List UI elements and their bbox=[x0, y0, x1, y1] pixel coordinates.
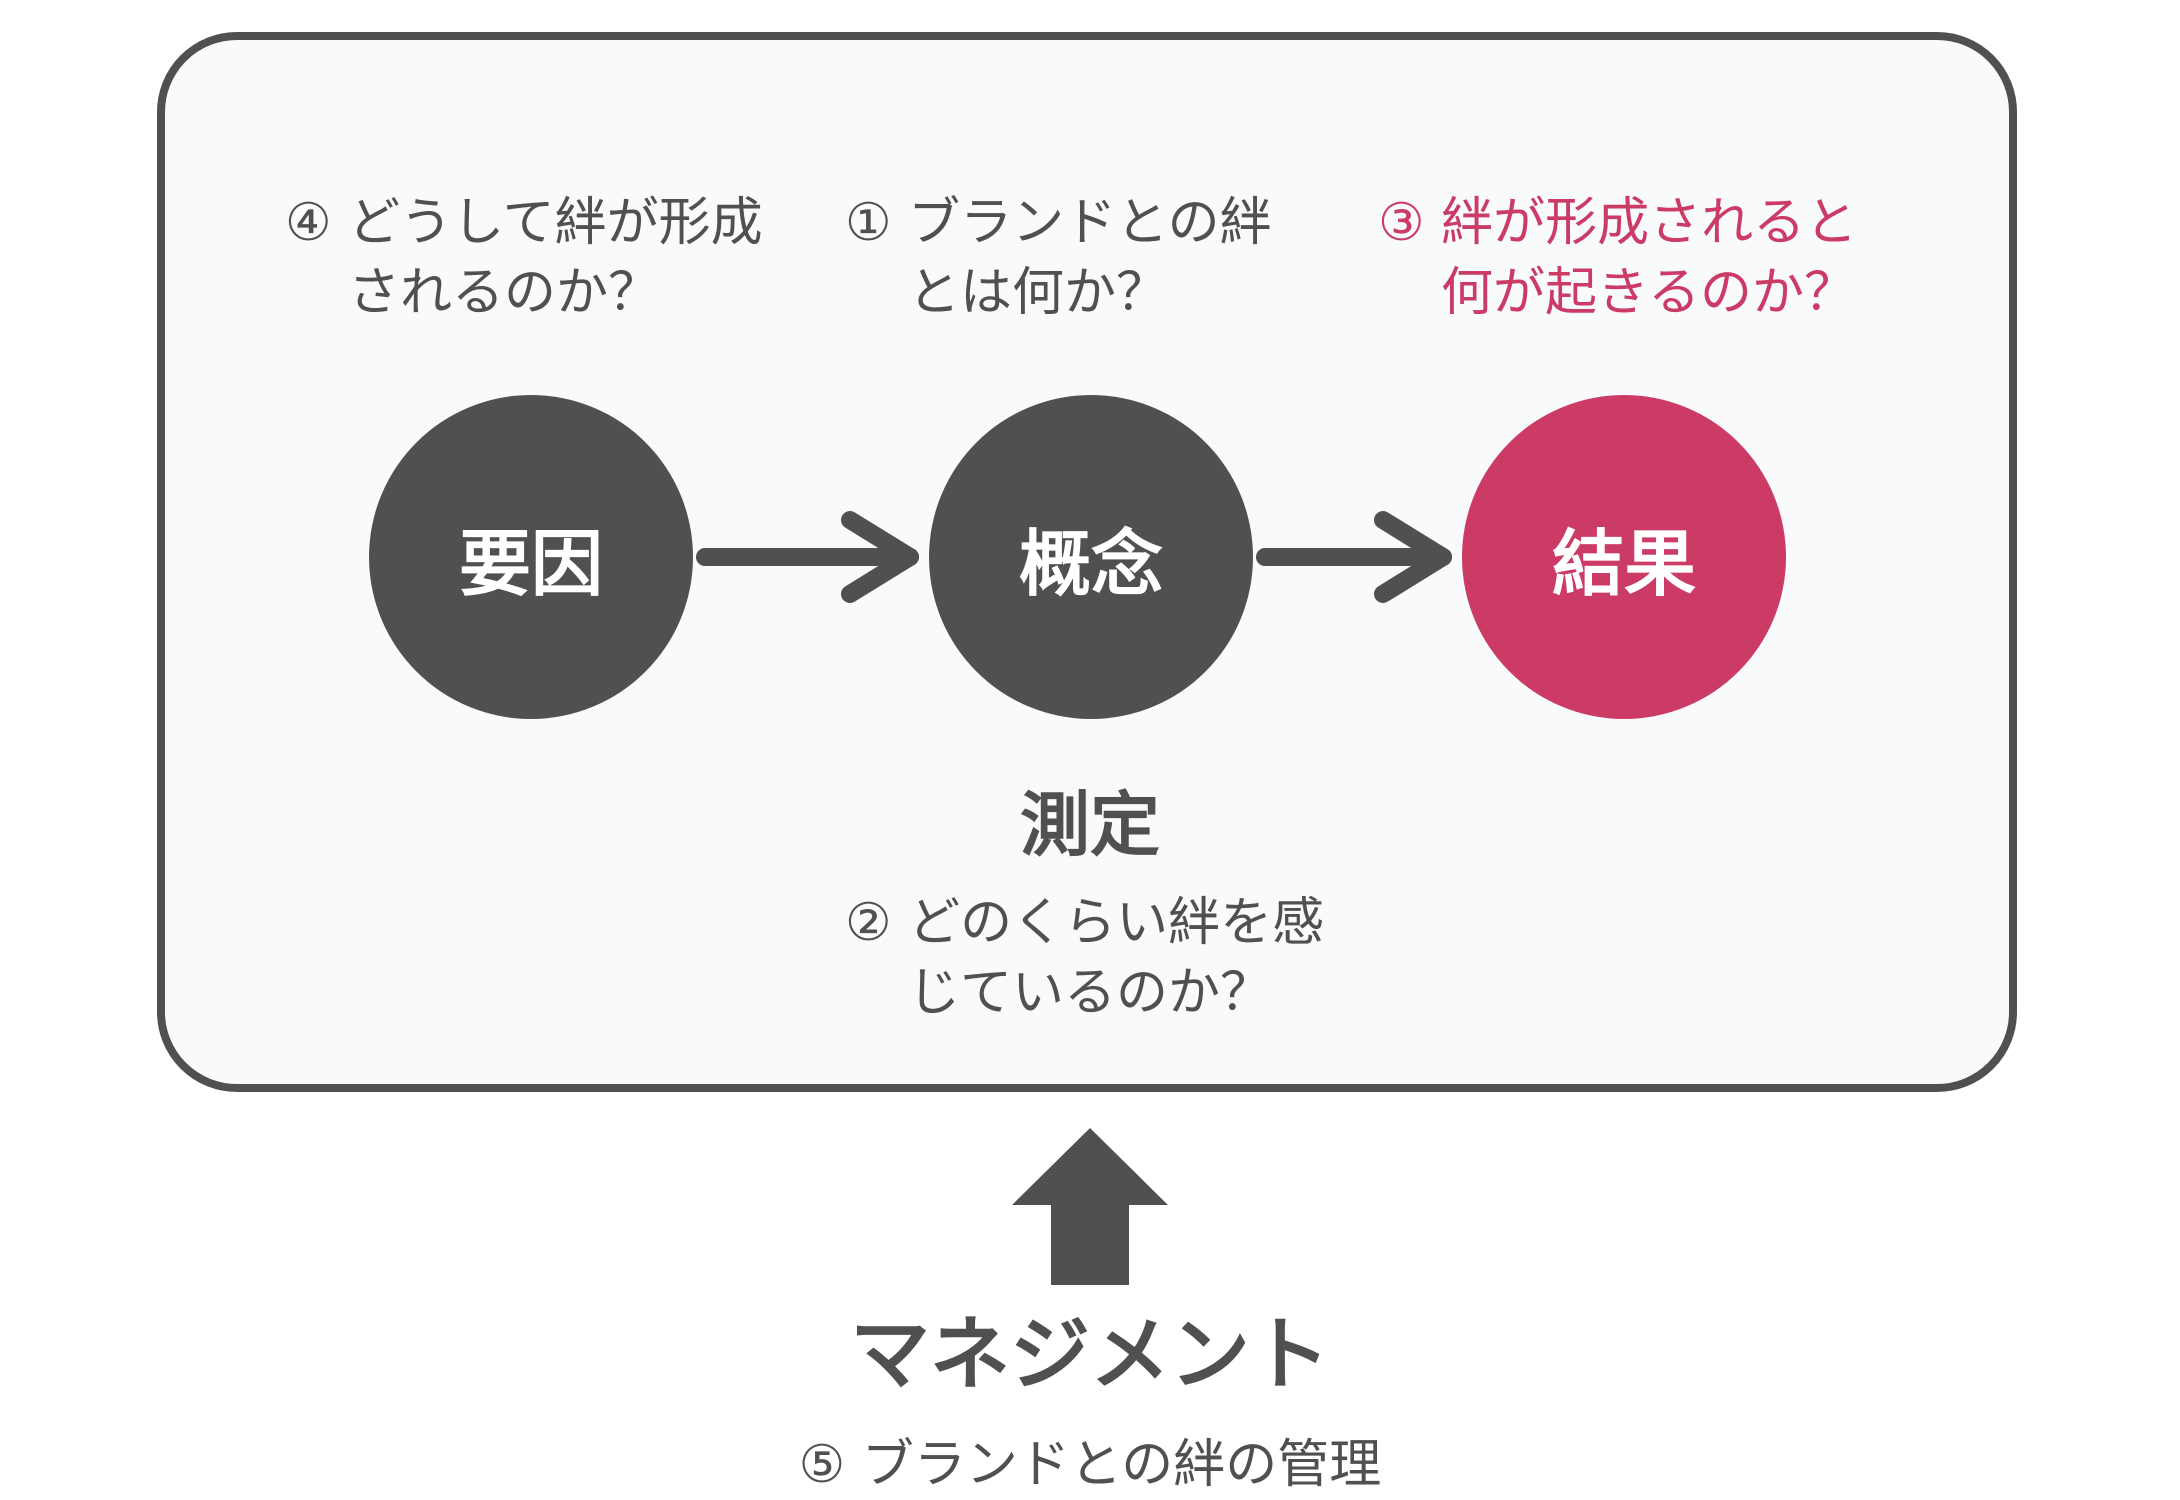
question-text-line2: とは何か？ bbox=[908, 263, 1169, 323]
node-label: 結果 bbox=[1551, 521, 1696, 606]
question-number: ③ bbox=[1378, 193, 1425, 253]
question-concept: ① ブランドとの絆 とは何か？ bbox=[845, 188, 1272, 328]
node-concept: 概念 bbox=[929, 395, 1253, 719]
node-label: 概念 bbox=[1018, 521, 1163, 606]
question-text-line1: どうして絆が形成 bbox=[348, 193, 763, 253]
question-text-line1: どのくらい絆を感 bbox=[908, 893, 1325, 953]
question-number: ① bbox=[845, 193, 892, 253]
question-outcome: ③ 絆が形成されると 何が起きるのか？ bbox=[1378, 188, 1857, 328]
management-number: ⑤ bbox=[798, 1435, 846, 1495]
question-text-line1: ブランドとの絆 bbox=[908, 193, 1272, 253]
node-antecedent: 要因 bbox=[369, 395, 693, 719]
node-outcome: 結果 bbox=[1462, 395, 1786, 719]
management-title: マネジメント bbox=[850, 1308, 1330, 1401]
question-text-line2: されるのか？ bbox=[348, 263, 661, 323]
arrow-management-up bbox=[1012, 1128, 1168, 1285]
question-number: ② bbox=[845, 893, 892, 953]
question-text-line2: じているのか？ bbox=[908, 963, 1273, 1023]
measurement-title: 測定 bbox=[1020, 784, 1160, 866]
question-text-line2: 何が起きるのか？ bbox=[1441, 263, 1856, 323]
management-subtitle: ⑤ ブランドとの絆の管理 bbox=[0, 1430, 2180, 1500]
management-text: ブランドとの絆の管理 bbox=[861, 1435, 1382, 1495]
question-text-line1: 絆が形成されると bbox=[1441, 193, 1858, 253]
question-measurement: ② どのくらい絆を感 じているのか？ bbox=[845, 888, 1324, 1028]
question-antecedent: ④ どうして絆が形成 されるのか？ bbox=[285, 188, 763, 328]
question-number: ④ bbox=[285, 193, 332, 253]
node-label: 要因 bbox=[458, 521, 603, 606]
